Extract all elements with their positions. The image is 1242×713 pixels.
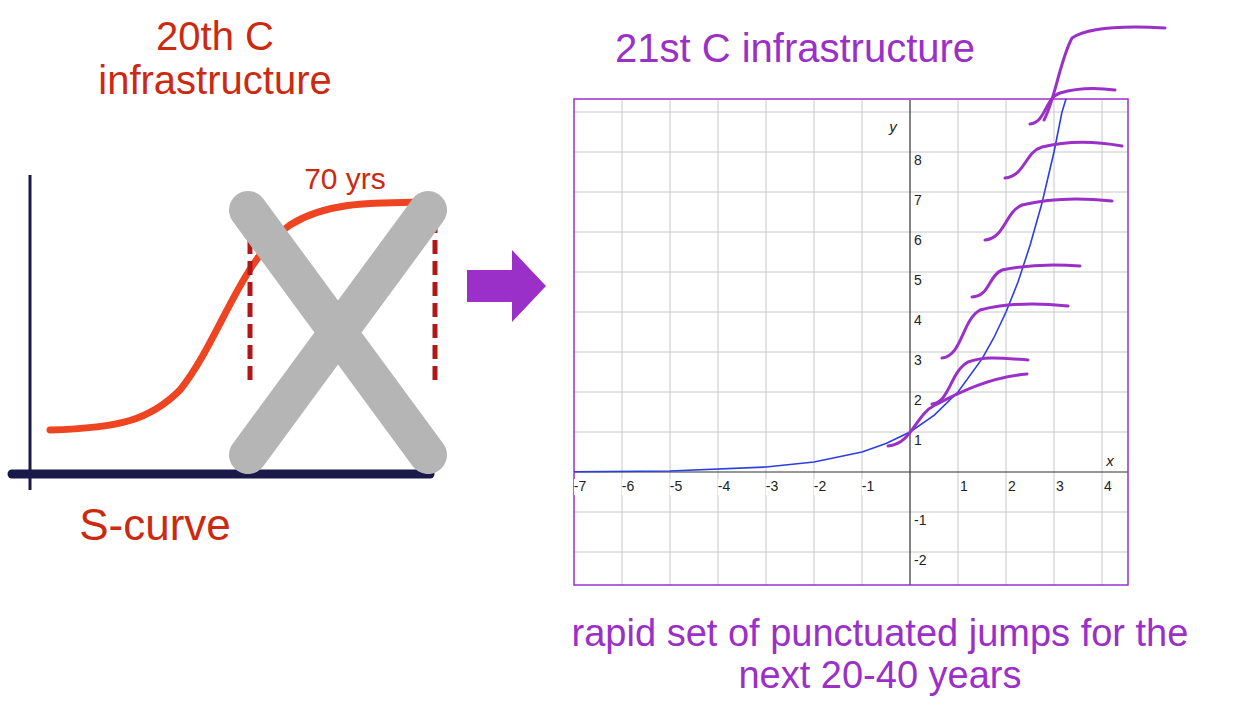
- tick-label: 2: [914, 393, 922, 408]
- tick-label: -6: [622, 479, 634, 494]
- tick-label: 6: [914, 233, 922, 248]
- arrow: [467, 250, 546, 322]
- axis-name: y: [889, 119, 897, 136]
- tick-label: 1: [914, 433, 922, 448]
- cross-out: [248, 210, 428, 455]
- tick-label: 2: [1008, 479, 1016, 494]
- tick-label: -4: [718, 479, 730, 494]
- tick-label: 1: [960, 479, 968, 494]
- curve-name: S-curve: [79, 501, 231, 549]
- panel-title: 20th C infrastructure: [50, 14, 380, 102]
- grid: [574, 100, 1128, 585]
- axis-name: x: [1106, 453, 1114, 470]
- tick-label: -2: [814, 479, 826, 494]
- x-axis: [12, 470, 430, 479]
- cross-out: [248, 210, 428, 455]
- graph-frame: [574, 99, 1128, 585]
- tick-label: -3: [766, 479, 778, 494]
- tick-label: 7: [914, 193, 922, 208]
- punctuated-jumps: [888, 27, 1165, 446]
- y-axis: [29, 175, 32, 490]
- tick-label: -2: [914, 553, 926, 568]
- exponential-curve: [574, 99, 1066, 472]
- tick-label: -1: [862, 479, 874, 494]
- tick-label: 4: [914, 313, 922, 328]
- tick-label: 8: [914, 153, 922, 168]
- caption: rapid set of punctuated jumps for the ne…: [570, 613, 1190, 697]
- tick-label: -1: [914, 513, 926, 528]
- duration-label: 70 yrs: [304, 162, 386, 195]
- panel-title: 21st C infrastructure: [615, 26, 975, 70]
- tick-label: -7: [574, 479, 586, 494]
- tick-label: 3: [1056, 479, 1064, 494]
- tick-label: 5: [914, 273, 922, 288]
- tick-label: 3: [914, 353, 922, 368]
- tick-label: -5: [670, 479, 682, 494]
- graph-y-axis: [909, 100, 910, 585]
- tick-label: 4: [1104, 479, 1112, 494]
